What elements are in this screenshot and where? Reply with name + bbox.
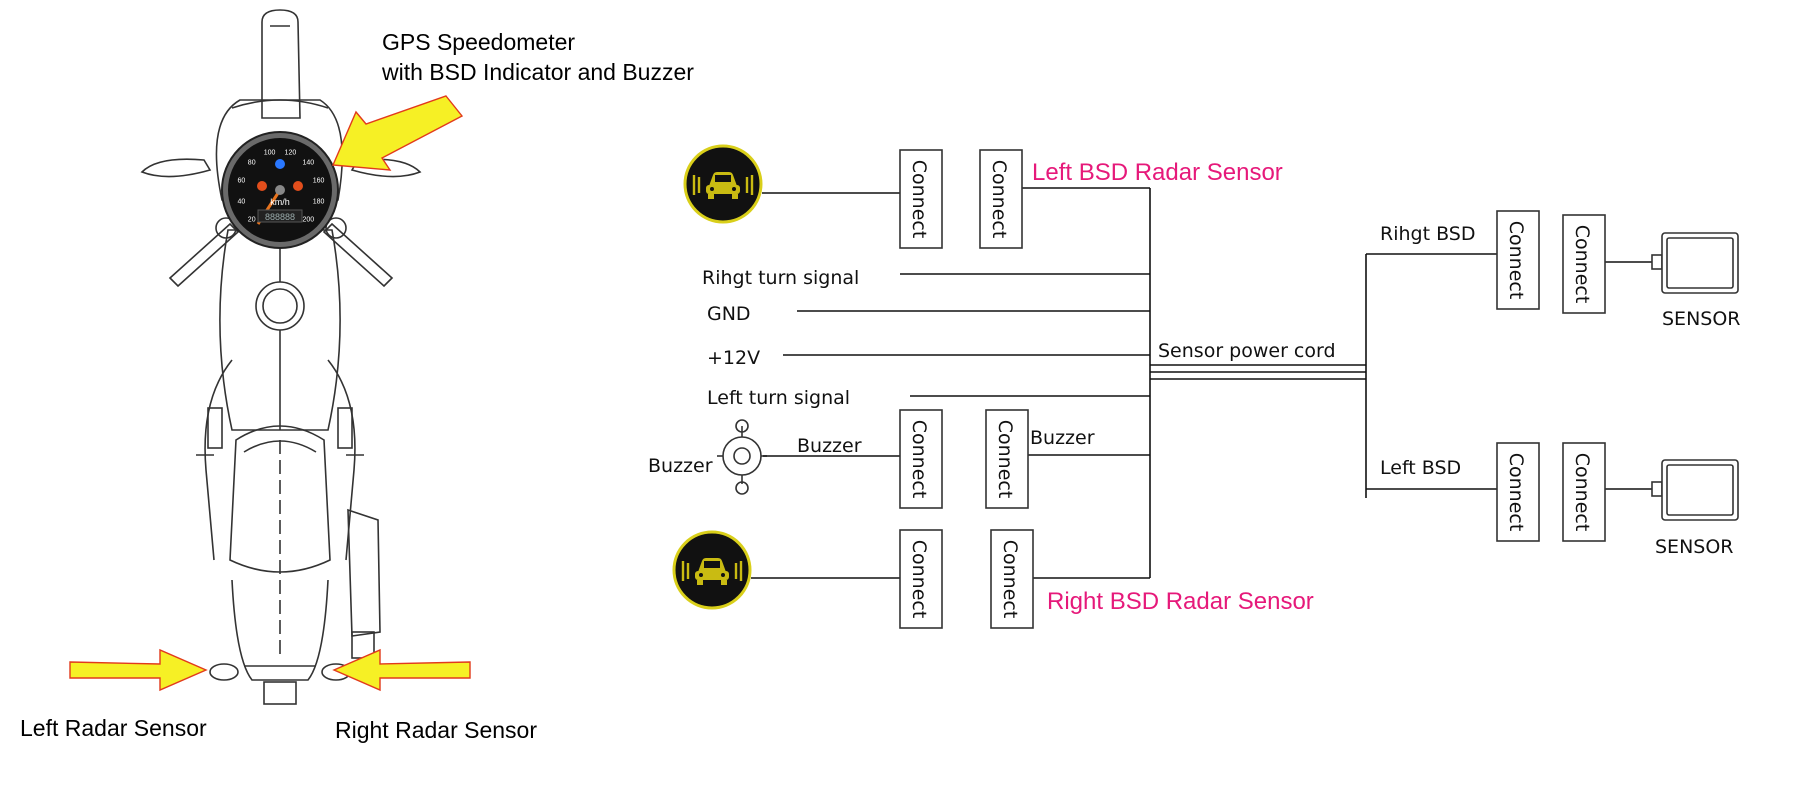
left-bsd-indicator-icon: [257, 181, 267, 191]
top-sensor-label: SENSOR: [1662, 308, 1741, 330]
right-bsd-indicator-icon: [672, 530, 752, 610]
right-turn-signal-label: Rihgt turn signal: [702, 267, 859, 289]
left-bsd-indicator-icon: [683, 144, 763, 224]
buzzer-bus-label: Buzzer: [1030, 427, 1095, 449]
svg-text:Connect: Connect: [1505, 453, 1527, 532]
connector: Connect: [1496, 442, 1540, 542]
gnd-label: GND: [707, 303, 751, 325]
gauge-tick-label: 40: [238, 198, 246, 205]
svg-text:Connect: Connect: [1505, 221, 1527, 300]
left-radar-sensor-label: Left Radar Sensor: [20, 715, 207, 741]
gauge-tick-label: 180: [313, 198, 325, 205]
svg-text:Connect: Connect: [994, 420, 1016, 499]
gauge-tick-label: 200: [302, 216, 314, 223]
right-bsd-radar-label: Right BSD Radar Sensor: [1047, 588, 1314, 615]
svg-text:Connect: Connect: [908, 160, 930, 239]
gauge-tick-label: 100: [264, 149, 276, 156]
left-radar-callout-arrow: [69, 648, 208, 692]
connector: Connect: [990, 529, 1034, 629]
gauge-tick-label: 60: [238, 178, 246, 185]
svg-text:Connect: Connect: [908, 420, 930, 499]
top-sensor-icon: [1651, 232, 1739, 294]
plus12v-label: +12V: [707, 347, 760, 369]
connector: Connect: [899, 409, 943, 509]
buzzer-device-label: Buzzer: [648, 455, 713, 477]
motorcycle-illustration: [140, 9, 422, 705]
odometer-display: 888888: [265, 212, 295, 222]
gauge-tick-labels: 20 40 60 80 100 120 140 160 180 200: [238, 149, 325, 223]
sensor-power-cord-label: Sensor power cord: [1158, 340, 1336, 362]
wiring-lines: [751, 187, 1652, 579]
svg-text:Connect: Connect: [1571, 453, 1593, 532]
bottom-sensor-icon: [1651, 459, 1739, 521]
right-bsd-branch-label: Rihgt BSD: [1380, 223, 1475, 245]
svg-text:Connect: Connect: [908, 540, 930, 619]
svg-text:Connect: Connect: [1571, 225, 1593, 304]
gauge-unit: km/h: [270, 197, 290, 207]
gauge-tick-label: 140: [302, 160, 314, 167]
connector: Connect: [1562, 442, 1606, 542]
svg-text:Connect: Connect: [999, 540, 1021, 619]
gps-speedometer: 20 40 60 80 100 120 140 160 180 200 km/h 888888: [221, 131, 339, 249]
connector: Connect: [899, 149, 943, 249]
connector: Connect: [1562, 214, 1606, 314]
connector: Connect: [899, 529, 943, 629]
right-radar-sensor-label: Right Radar Sensor: [335, 717, 537, 743]
gauge-tick-label: 80: [248, 160, 256, 167]
left-bsd-radar-label: Left BSD Radar Sensor: [1032, 159, 1283, 186]
speedometer-title-line1: GPS Speedometer: [382, 29, 575, 55]
speedometer-callout-arrow: [331, 95, 464, 171]
left-turn-signal-label: Left turn signal: [707, 387, 850, 409]
buzzer-icon: [717, 419, 767, 495]
right-radar-callout-arrow: [332, 648, 471, 692]
connector: Connect: [1496, 210, 1540, 310]
left-bsd-branch-label: Left BSD: [1380, 457, 1461, 479]
gauge-tick-label: 160: [313, 178, 325, 185]
connector: Connect: [979, 149, 1023, 249]
svg-text:Connect: Connect: [988, 160, 1010, 239]
buzzer-wire-label: Buzzer: [797, 435, 862, 457]
gauge-hub: [275, 185, 285, 195]
speedometer-title-line2: with BSD Indicator and Buzzer: [381, 59, 694, 85]
bottom-sensor-label: SENSOR: [1655, 536, 1734, 558]
high-beam-indicator-icon: [275, 159, 285, 169]
gauge-tick-label: 20: [248, 216, 256, 223]
connector: Connect: [985, 409, 1029, 509]
gauge-tick-label: 120: [285, 149, 297, 156]
right-bsd-indicator-icon: [293, 181, 303, 191]
